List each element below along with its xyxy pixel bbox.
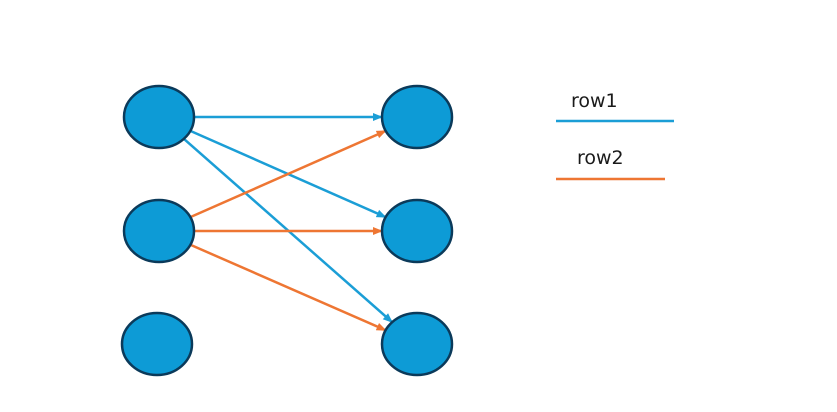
nodes-group [120, 84, 454, 377]
edges-group [183, 113, 393, 332]
node-right-3 [380, 311, 454, 377]
node-right-1 [380, 84, 454, 150]
legend-label-row2: row2 [577, 147, 624, 169]
edge-row2-l2-r3 [189, 243, 387, 332]
node-left-3 [120, 311, 194, 377]
legend-label-row1: row1 [571, 90, 618, 112]
node-left-2 [122, 198, 196, 264]
legend: row1 row2 [556, 90, 674, 181]
node-left-1 [122, 84, 196, 150]
node-right-2 [380, 198, 454, 264]
edge-row2-l2-r1 [189, 129, 387, 219]
